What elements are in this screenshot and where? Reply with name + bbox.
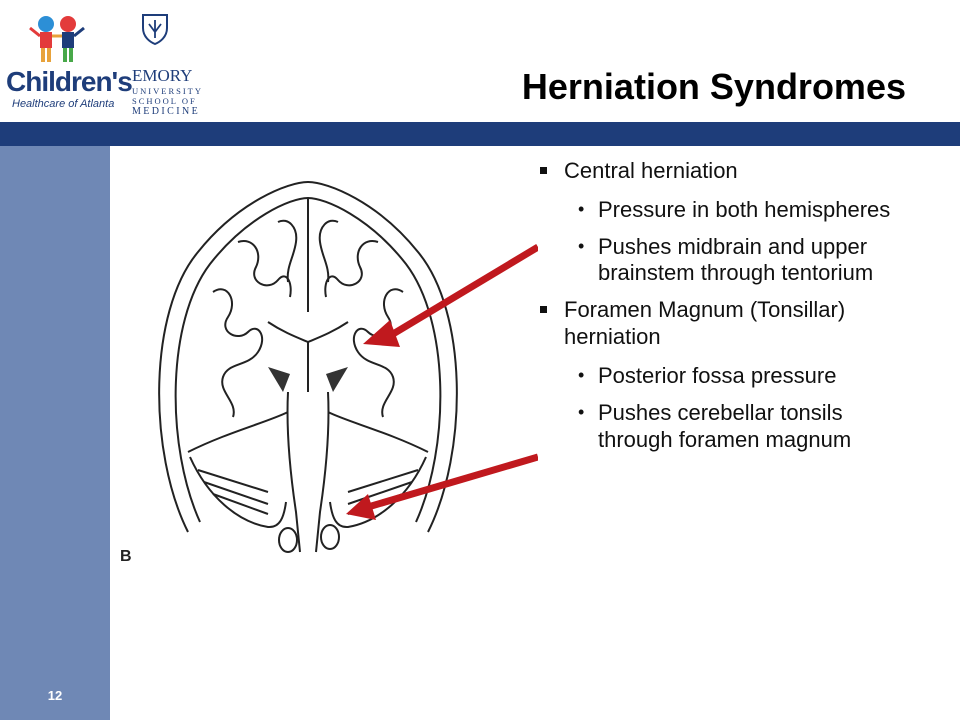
sub-bullet: • Pushes midbrain and upper brainstem th…: [536, 234, 906, 288]
square-bullet-icon: [540, 306, 547, 314]
bullet-label: Central herniation: [564, 158, 738, 183]
sub-bullet: • Pushes cerebellar tonsils through fora…: [536, 400, 906, 454]
sub-bullet-text: Pressure in both hemispheres: [598, 196, 891, 222]
childrens-logo-subtitle: Healthcare of Atlanta: [12, 98, 115, 110]
dot-bullet-icon: •: [578, 235, 585, 256]
sub-bullet-text: Posterior fossa pressure: [598, 362, 837, 388]
square-bullet-icon: [540, 167, 547, 174]
figure-panel-letter: B: [120, 548, 132, 565]
sub-bullet-text: Pushes midbrain and upper brainstem thro…: [598, 233, 874, 286]
brain-figure: [118, 152, 540, 582]
bullet-label: Foramen Magnum (Tonsillar) herniation: [564, 297, 846, 350]
childrens-logo-name: Children's: [6, 66, 133, 97]
emory-logo-name: EMORY: [132, 66, 193, 85]
bullet-list: Central herniation • Pressure in both he…: [536, 158, 906, 463]
dot-bullet-icon: •: [578, 364, 585, 385]
bullet-foramen-magnum-herniation: Foramen Magnum (Tonsillar) herniation: [536, 297, 906, 351]
header-band: [0, 122, 960, 146]
slide-title: Herniation Syndromes: [521, 66, 906, 107]
dot-bullet-icon: •: [578, 401, 585, 422]
emory-logo-line2: SCHOOL OF: [132, 96, 197, 106]
bullet-central-herniation: Central herniation: [536, 158, 906, 185]
dot-bullet-icon: •: [578, 198, 585, 219]
sub-bullet: • Posterior fossa pressure: [536, 363, 906, 390]
sub-bullet-text: Pushes cerebellar tonsils through forame…: [598, 399, 852, 452]
logo-area: Children's Healthcare of Atlanta EMORY U…: [4, 10, 204, 120]
childrens-kids-logo-icon: [29, 16, 85, 62]
emory-logo-line3: MEDICINE: [132, 106, 201, 117]
page-number: 12: [47, 688, 63, 703]
emory-shield-icon: [142, 14, 168, 46]
brain-coronal-illustration: [158, 180, 540, 553]
emory-logo-line1: UNIVERSITY: [132, 86, 203, 96]
sub-bullet: • Pressure in both hemispheres: [536, 197, 906, 224]
left-sidebar-bar: [0, 146, 110, 720]
